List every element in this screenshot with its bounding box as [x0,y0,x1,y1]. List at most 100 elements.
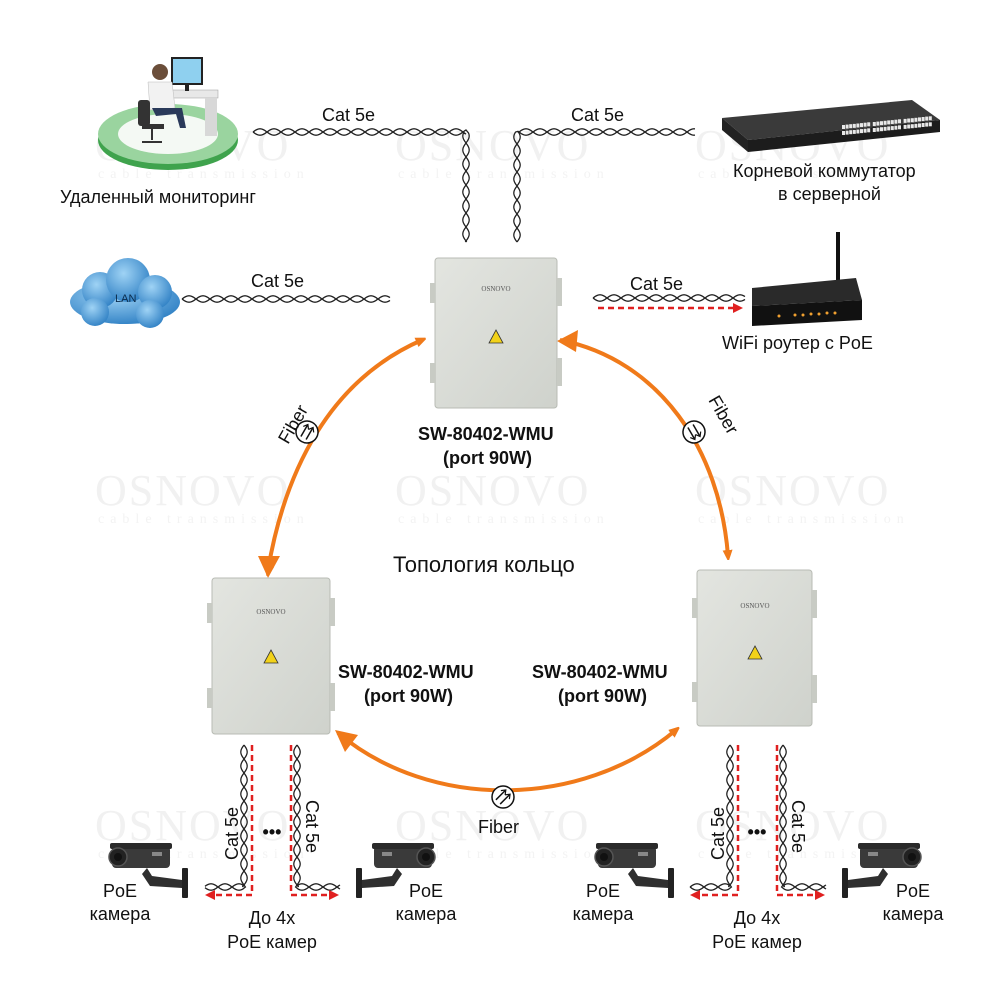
cat5e-cable-core-switch [513,128,696,243]
switch-port [898,119,901,124]
switch-port [849,130,853,135]
core-switch-node: Корневой коммутатор в серверной [722,100,940,204]
cable-layer [181,128,827,891]
poe-camera-icon [108,843,188,898]
cat5e-label-lan: Cat 5e [251,271,304,291]
watermark: OSNOVO cable transmission [95,466,310,527]
wifi-router-icon [752,232,862,326]
switch-port [887,126,891,131]
svg-text:cable transmission: cable transmission [98,167,310,182]
switch-port [849,124,853,129]
cat5e-cable-lan [181,295,391,303]
switch-port [925,116,929,121]
switch-right-port: (port 90W) [558,686,647,706]
cat5e-label-monitoring: Cat 5e [322,105,375,125]
switch-right-node: OSNOVO SW-80402-WMU (port 90W) [532,569,817,727]
switch-port [860,129,863,134]
warning-icon [747,645,763,660]
svg-text:OSNOVO: OSNOVO [395,801,590,850]
camera-label-line1: PoE [896,881,930,901]
camera-label-line2: камера [396,904,458,924]
workstation-icon [98,57,238,170]
cat5e-cable-wifi [592,294,746,302]
camera-labels: PoE камера PoE камера PoE камера PoE кам… [90,822,945,952]
warning-icon [263,649,279,664]
fiber-link-bottom [336,730,676,793]
svg-text:OSNOVO: OSNOVO [395,121,590,170]
lan-label: LAN [115,293,136,305]
poe-arrow-left-camera-a [205,745,254,900]
switch-port [856,129,860,134]
watermark-layer: OSNOVO cable transmission OSNOVO cable t… [95,121,904,862]
camera-label-line2: камера [573,904,635,924]
switch-right-model: SW-80402-WMU [532,662,668,682]
cat5e-label-left-b: Cat 5e [302,800,322,853]
switch-port [918,117,921,122]
svg-text:cable transmission: cable transmission [398,167,610,182]
fiber-connector-icon [682,420,706,444]
svg-text:OSNOVO: OSNOVO [395,466,590,515]
cloud-icon [70,258,180,328]
cat5e-cable-left-camera-b [293,744,341,891]
cat5e-cable-left-camera-a [204,744,248,891]
switch-port [890,126,894,131]
poe-arrow-left-camera-b [289,745,339,900]
core-switch-label-line1: Корневой коммутатор [733,161,916,181]
cat5e-label-right-b: Cat 5e [788,800,808,853]
switch-left-port: (port 90W) [364,686,453,706]
switch-port [898,125,901,130]
switch-port [883,126,887,131]
enclosure-brand: OSNOVO [740,602,769,610]
camera-group-label-line2: PoE камер [712,932,802,952]
arrowhead [335,730,358,752]
switch-port [914,123,918,128]
fiber-connector-icon [491,785,515,809]
fiber-label-right: Fiber [705,392,743,438]
switch-port [842,131,845,135]
switch-port [883,120,887,125]
poe-arrow-right-camera-b [775,745,825,900]
camera-group-label-line1: До 4x [734,908,780,928]
topology-title: Топология кольцо [393,552,575,577]
core-switch-label-line2: в серверной [778,184,881,204]
camera-label-line2: камера [883,904,945,924]
switch-top-model: SW-80402-WMU [418,424,554,444]
arrowhead [258,556,280,578]
switch-port [890,120,894,125]
watermark: OSNOVO cable transmission [395,801,604,862]
wifi-router-node: WiFi роутер с PoE [722,232,873,353]
camera-label-line2: камера [90,904,152,924]
switch-port [876,121,880,126]
camera-group-label-line1: До 4x [249,908,295,928]
cat5e-cable-core-switch [513,128,696,243]
switch-port [887,120,891,125]
cat5e-cable-left-camera-a [204,744,248,891]
more-cameras-ellipsis: ••• [263,822,282,842]
camera-label-line1: PoE [103,881,137,901]
cat5e-cable-monitoring [252,128,470,243]
camera-label-line1: PoE [586,881,620,901]
wifi-router-label: WiFi роутер с PoE [722,333,873,353]
switch-port [845,124,849,129]
cat5e-cable-wifi [592,294,746,302]
lan-cloud-node: LAN [70,258,180,328]
watermark: OSNOVO cable transmission [395,466,610,527]
switch-port [863,122,867,127]
camera-label-line1: PoE [409,881,443,901]
switch-port [872,122,876,126]
switch-port [914,117,918,122]
rack-switch-icon [722,100,940,152]
enclosure-icon: OSNOVO [207,577,335,735]
switch-port [842,125,845,129]
svg-text:cable transmission: cable transmission [98,512,310,527]
switch-port [907,118,911,123]
svg-text:OSNOVO: OSNOVO [95,801,290,850]
svg-text:OSNOVO: OSNOVO [695,466,890,515]
poe-arrow-right-camera-a [690,745,740,900]
fiber-connector-icon [295,420,319,444]
cat5e-cable-monitoring [252,128,470,243]
svg-text:cable transmission: cable transmission [398,512,610,527]
switch-port [872,128,876,132]
enclosure-brand: OSNOVO [256,608,285,616]
watermark: OSNOVO cable transmission [695,466,904,527]
